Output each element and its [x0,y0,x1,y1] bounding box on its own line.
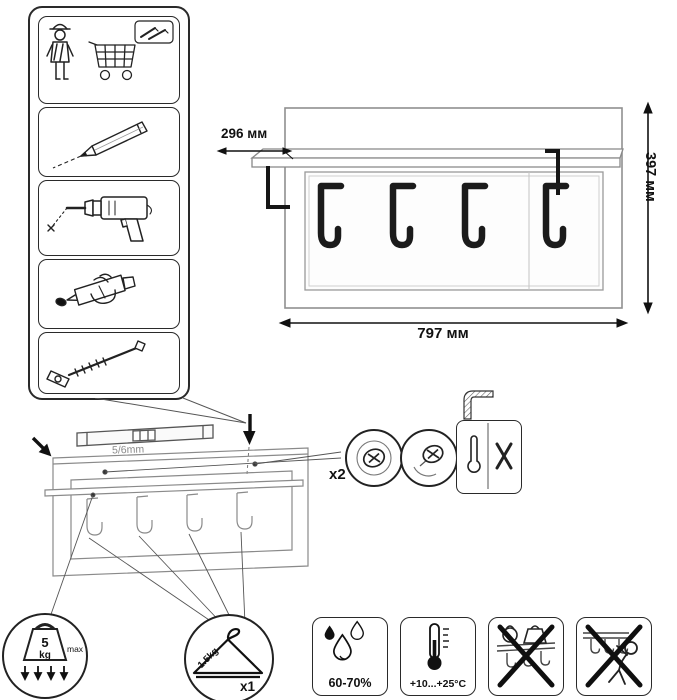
not-allowed-x-icon [495,442,513,470]
dim-depth-label: 296 мм [221,126,268,141]
keyhole-plate-icon [413,444,444,477]
screw-fastener-icon [46,340,146,388]
step-gather-parts [38,16,180,104]
clothes-hanger-icon: 1.5kg x1 [192,627,264,694]
step-drill-hole [38,180,180,256]
glue-anchor-icon [55,273,136,307]
dim-width-label: 797 мм [417,325,469,342]
max-weight-max-label: max [67,644,84,654]
max-load-badge: 5 kg max [2,613,88,699]
hook-2 [389,182,417,249]
weight-body [22,628,68,661]
step-fix-screw [38,332,180,394]
keyhole-slot-icon [467,435,481,473]
wall-panel [284,107,623,309]
dim-width-arrow [278,318,629,328]
bracket-right [545,149,560,195]
hidden-bracket-icon [463,390,494,420]
rack-outline [44,447,309,577]
hanger-count-label: x1 [240,679,256,694]
worker-person-icon [46,23,74,80]
pencil-icon [52,121,148,169]
water-drops-icon [324,620,364,661]
callout-leader-lines [48,451,342,628]
humidity-box: 60-70% [312,617,388,696]
dim-height-arrow [643,101,653,315]
fastener-options-box [456,420,522,494]
drill-point-arrow [243,414,256,445]
drill-axis-dashed-line [246,446,250,475]
tool-leader-lines [94,398,247,424]
humidity-label: 60-70% [328,676,372,690]
corner-arrow [31,436,52,457]
spirit-level-icon [76,424,214,447]
hook-4 [542,182,570,249]
product-drawing [216,101,653,328]
step-insert-anchor [38,259,180,329]
drill-icon [47,196,152,242]
fastener-detail-2 [400,429,458,487]
no-heavy-load-box [488,617,564,696]
bracket-left [266,166,290,209]
temperature-label: +10...+25°C [409,678,467,690]
installation-sketch [31,398,342,628]
dim-depth-arrow [216,147,294,160]
shopping-cart-icon [88,41,136,81]
temperature-box: +10...+25°C [400,617,476,696]
hook-1 [317,182,345,249]
no-pulling-box [576,617,652,696]
no-heavy-load-icon [496,624,556,688]
shelf [250,148,624,168]
worker-cart-icon [46,20,174,81]
keyhole-screw-icon [356,440,392,476]
step-mark-position [38,107,180,177]
tools-panel [28,6,190,400]
max-weight-icon: 5 kg max [20,623,84,682]
load-direction-arrows [20,666,69,682]
thermometer-icon [427,623,449,670]
no-pulling-icon [583,624,643,688]
hardware-parts-icon [134,20,174,44]
crossed-out-x [497,624,555,688]
max-weight-value: 5 [41,635,48,650]
fastener-detail-1 [345,429,403,487]
drill-size-label: 5/6mm [111,443,145,457]
crossed-out-x [585,624,643,688]
max-weight-unit: kg [39,650,51,661]
fastener-count-label: x2 [329,466,346,483]
hanger-load-badge: 1.5kg x1 [184,614,274,700]
dim-height-label: 397 мм [642,152,658,202]
hook-3 [461,182,489,249]
